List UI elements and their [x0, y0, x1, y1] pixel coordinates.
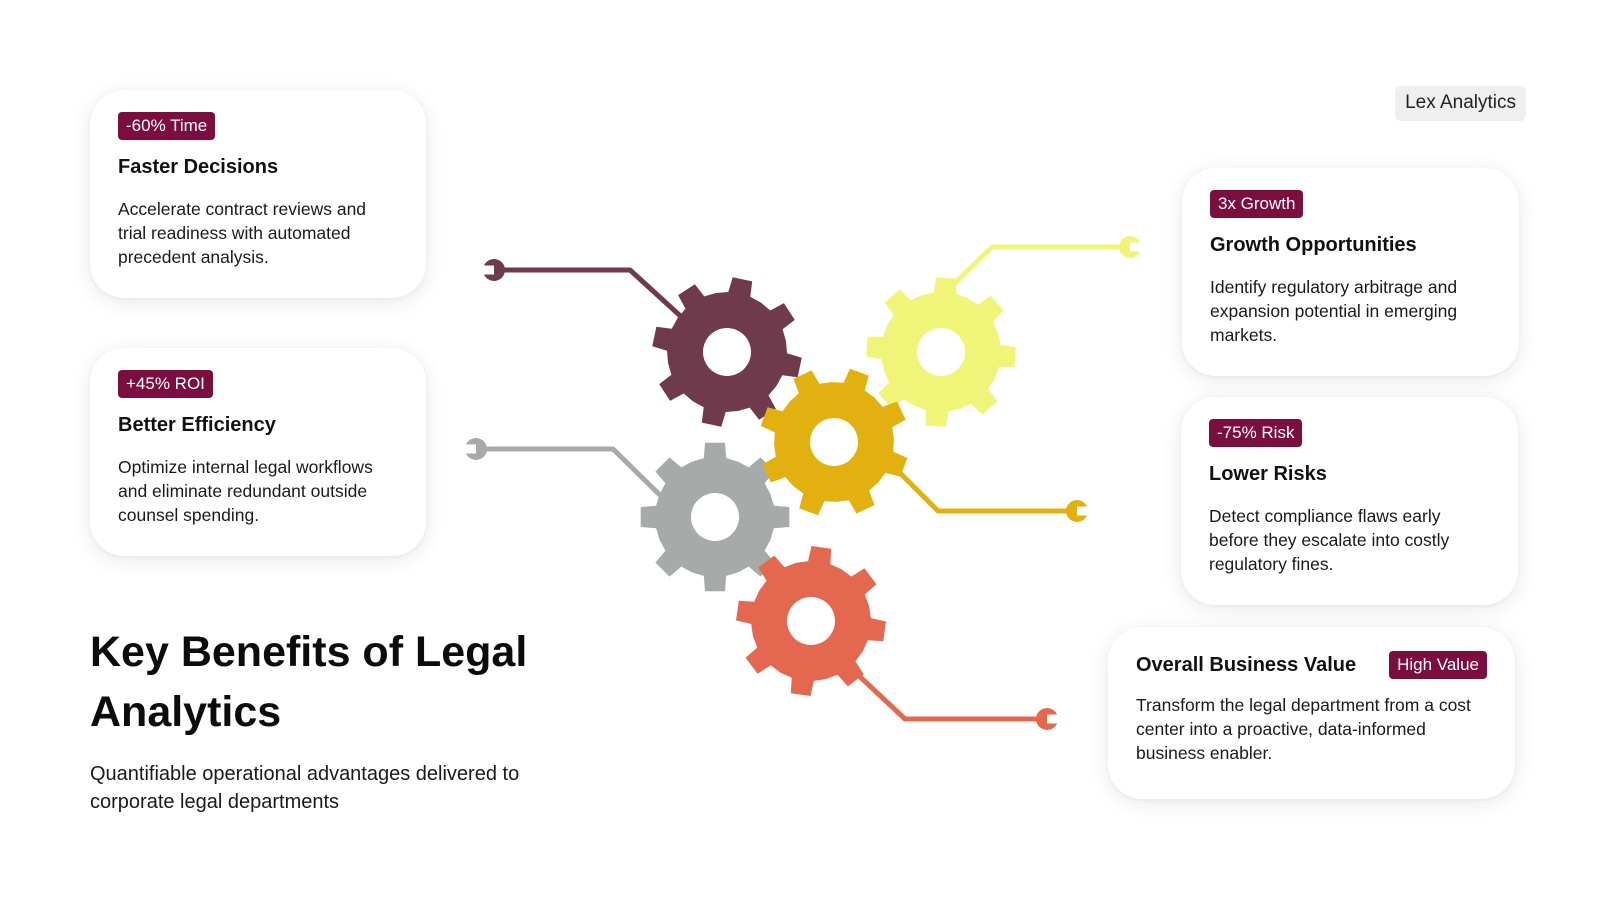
benefit-description: Identify regulatory arbitrage and expans…: [1210, 277, 1458, 345]
wrench-icon: [481, 259, 505, 281]
wrench-icon: [1066, 500, 1090, 522]
wrench-caps: [463, 236, 1143, 730]
gray-connector-line: [475, 446, 667, 502]
benefit-title: Better Efficiency: [118, 414, 276, 436]
coral-connector-line: [838, 656, 1045, 722]
summary-title: Overall Business Value: [1136, 653, 1357, 676]
gold-connector-line: [885, 458, 1075, 514]
gray-gear-icon: [640, 442, 790, 592]
benefit-badge: -60% Time: [118, 112, 216, 140]
wrench-icon: [463, 438, 487, 460]
summary-card-business-value: Overall Business Value High Value Transf…: [1108, 627, 1515, 799]
plum-gear-icon: [652, 277, 802, 427]
brand-label: Lex Analytics: [1395, 86, 1526, 121]
coral-gear-icon: [736, 546, 886, 696]
wrench-icon: [1119, 236, 1143, 258]
benefit-card-lower-risks: -75% Risk Lower Risks Detect compliance …: [1181, 397, 1518, 605]
benefit-title: Faster Decisions: [118, 156, 279, 178]
benefit-badge: +45% ROI: [118, 370, 213, 398]
plum-connector-line: [495, 267, 689, 324]
benefit-card-growth-opportunities: 3x Growth Growth Opportunities Identify …: [1182, 168, 1519, 376]
page-subtitle: Quantifiable operational advantages deli…: [90, 763, 520, 813]
yellow-connector-line: [944, 244, 1128, 294]
summary-badge: High Value: [1389, 651, 1487, 679]
benefit-badge: 3x Growth: [1210, 190, 1304, 218]
yellow-gear-icon: [866, 277, 1016, 427]
benefit-title: Growth Opportunities: [1210, 234, 1417, 256]
benefit-description: Accelerate contract reviews and trial re…: [118, 199, 367, 267]
gold-gear-icon: [760, 368, 908, 516]
page-title: Key Benefits of Legal Analytics: [90, 628, 528, 736]
wrench-icon: [1036, 708, 1060, 730]
benefit-badge: -75% Risk: [1209, 419, 1303, 447]
benefit-card-faster-decisions: -60% Time Faster Decisions Accelerate co…: [90, 90, 426, 298]
benefit-description: Detect compliance flaws early before the…: [1209, 506, 1450, 574]
benefit-card-better-efficiency: +45% ROI Better Efficiency Optimize inte…: [90, 348, 426, 556]
benefit-description: Optimize internal legal workflows and el…: [118, 457, 373, 525]
summary-description: Transform the legal department from a co…: [1136, 695, 1471, 763]
benefit-title: Lower Risks: [1209, 463, 1327, 485]
